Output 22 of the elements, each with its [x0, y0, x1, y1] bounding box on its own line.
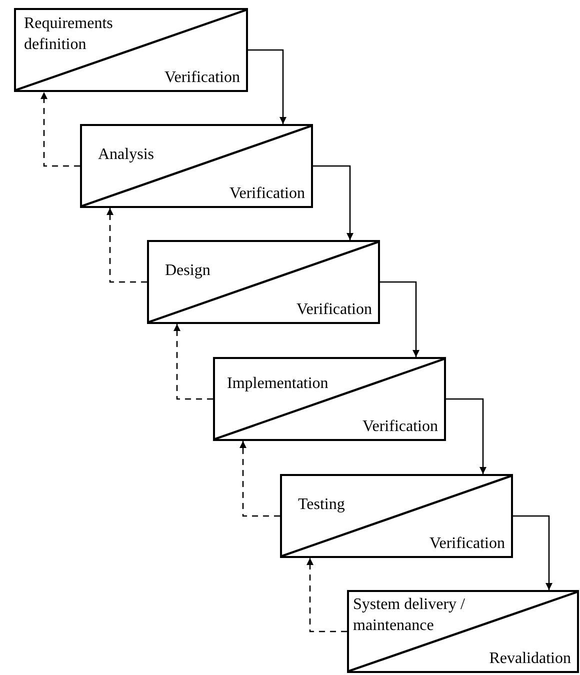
stage-label: Design — [165, 261, 212, 281]
arrow — [380, 281, 420, 357]
check-label: Revalidation — [489, 649, 571, 669]
dashed-arrow — [174, 324, 213, 400]
check-label: Verification — [229, 184, 305, 204]
dashed-arrow — [40, 92, 80, 167]
check-label: Verification — [429, 534, 505, 554]
stage-label: Analysis — [98, 145, 155, 165]
arrow — [248, 49, 286, 124]
stage-label: System delivery / maintenance — [353, 595, 466, 636]
stage-label: Requirements definition — [24, 14, 114, 55]
arrow — [513, 515, 552, 590]
check-label: Verification — [362, 417, 438, 437]
stage-label: Implementation — [227, 374, 330, 394]
dashed-arrow — [240, 441, 280, 517]
arrow — [446, 398, 486, 474]
stage-label: Testing — [298, 495, 346, 515]
check-label: Verification — [164, 68, 240, 88]
arrow — [313, 165, 354, 240]
check-label: Verification — [296, 300, 372, 320]
dashed-arrow — [106, 208, 147, 283]
dashed-arrow — [306, 558, 347, 632]
